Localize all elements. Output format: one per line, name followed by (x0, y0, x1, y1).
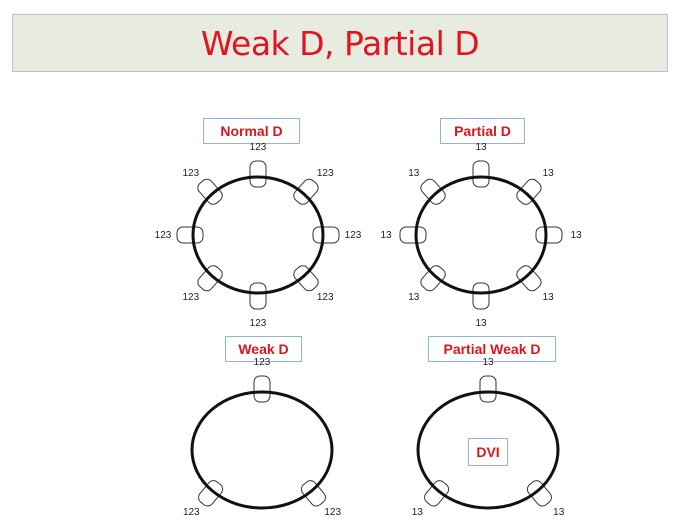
epitope-label: 13 (475, 318, 487, 329)
epitope-label: 123 (183, 507, 200, 518)
page-title: Weak D, Partial D (200, 23, 480, 63)
epitope-tab (249, 160, 267, 188)
panel-label-partial-weak-d: Partial Weak D (428, 336, 556, 362)
panel-label-normal-d: Normal D (203, 118, 300, 144)
epitope-tab (312, 226, 340, 244)
epitope-tab (300, 480, 326, 507)
epitope-label: 13 (543, 292, 555, 303)
antigen-panel: 13 13 13 13 13 13 13 13 (380, 142, 582, 329)
dvi-label: DVI (476, 444, 500, 460)
epitope-label: 123 (182, 292, 199, 303)
epitope-tab (535, 226, 563, 244)
epitope-tab (424, 480, 450, 507)
epitope-label: 13 (553, 507, 565, 518)
epitope-label: 13 (570, 230, 582, 241)
epitope-tab (293, 178, 319, 205)
epitope-label: 13 (380, 230, 392, 241)
epitope-tab (526, 480, 552, 507)
epitope-label: 123 (182, 168, 199, 179)
epitope-tab (399, 226, 427, 244)
epitope-label: 13 (412, 507, 424, 518)
epitope-tab (197, 265, 223, 292)
epitope-tab (249, 282, 267, 310)
epitope-label: 13 (482, 357, 494, 368)
epitope-tab (197, 178, 223, 205)
panel-label-weak-d: Weak D (225, 336, 302, 362)
antigen-panel: 13 13 13 (412, 357, 565, 518)
epitope-label: 123 (250, 142, 267, 153)
epitope-tab (516, 178, 542, 205)
title-banner: Weak D, Partial D (12, 14, 668, 72)
antigen-panel: 123 123 123 (183, 357, 342, 518)
epitope-tab (253, 375, 271, 403)
epitope-label: 13 (408, 168, 420, 179)
cell-membrane-ellipse (190, 390, 334, 510)
epitope-tab (176, 226, 204, 244)
epitope-label: 123 (250, 318, 267, 329)
epitope-tab (472, 160, 490, 188)
cell-membrane-ellipse (416, 390, 560, 510)
epitope-label: 123 (324, 507, 341, 518)
cell-membrane-ellipse (414, 175, 548, 295)
epitope-label: 13 (408, 292, 420, 303)
epitope-tab (420, 178, 446, 205)
epitope-tab (479, 375, 497, 403)
dvi-label-box: DVI (468, 438, 508, 466)
epitope-label: 13 (543, 168, 555, 179)
epitope-label: 123 (345, 230, 362, 241)
antigen-panel: 123 123 123 123 123 123 123 123 (155, 142, 362, 329)
epitope-label: 13 (475, 142, 487, 153)
epitope-label: 123 (254, 357, 271, 368)
epitope-tab (516, 265, 542, 292)
panel-label-partial-d: Partial D (440, 118, 525, 144)
epitope-tab (293, 265, 319, 292)
epitope-tab (420, 265, 446, 292)
epitope-tab (198, 480, 224, 507)
epitope-label: 123 (155, 230, 172, 241)
cell-membrane-ellipse (191, 175, 325, 295)
epitope-tab (472, 282, 490, 310)
epitope-label: 123 (317, 292, 334, 303)
epitope-label: 123 (317, 168, 334, 179)
